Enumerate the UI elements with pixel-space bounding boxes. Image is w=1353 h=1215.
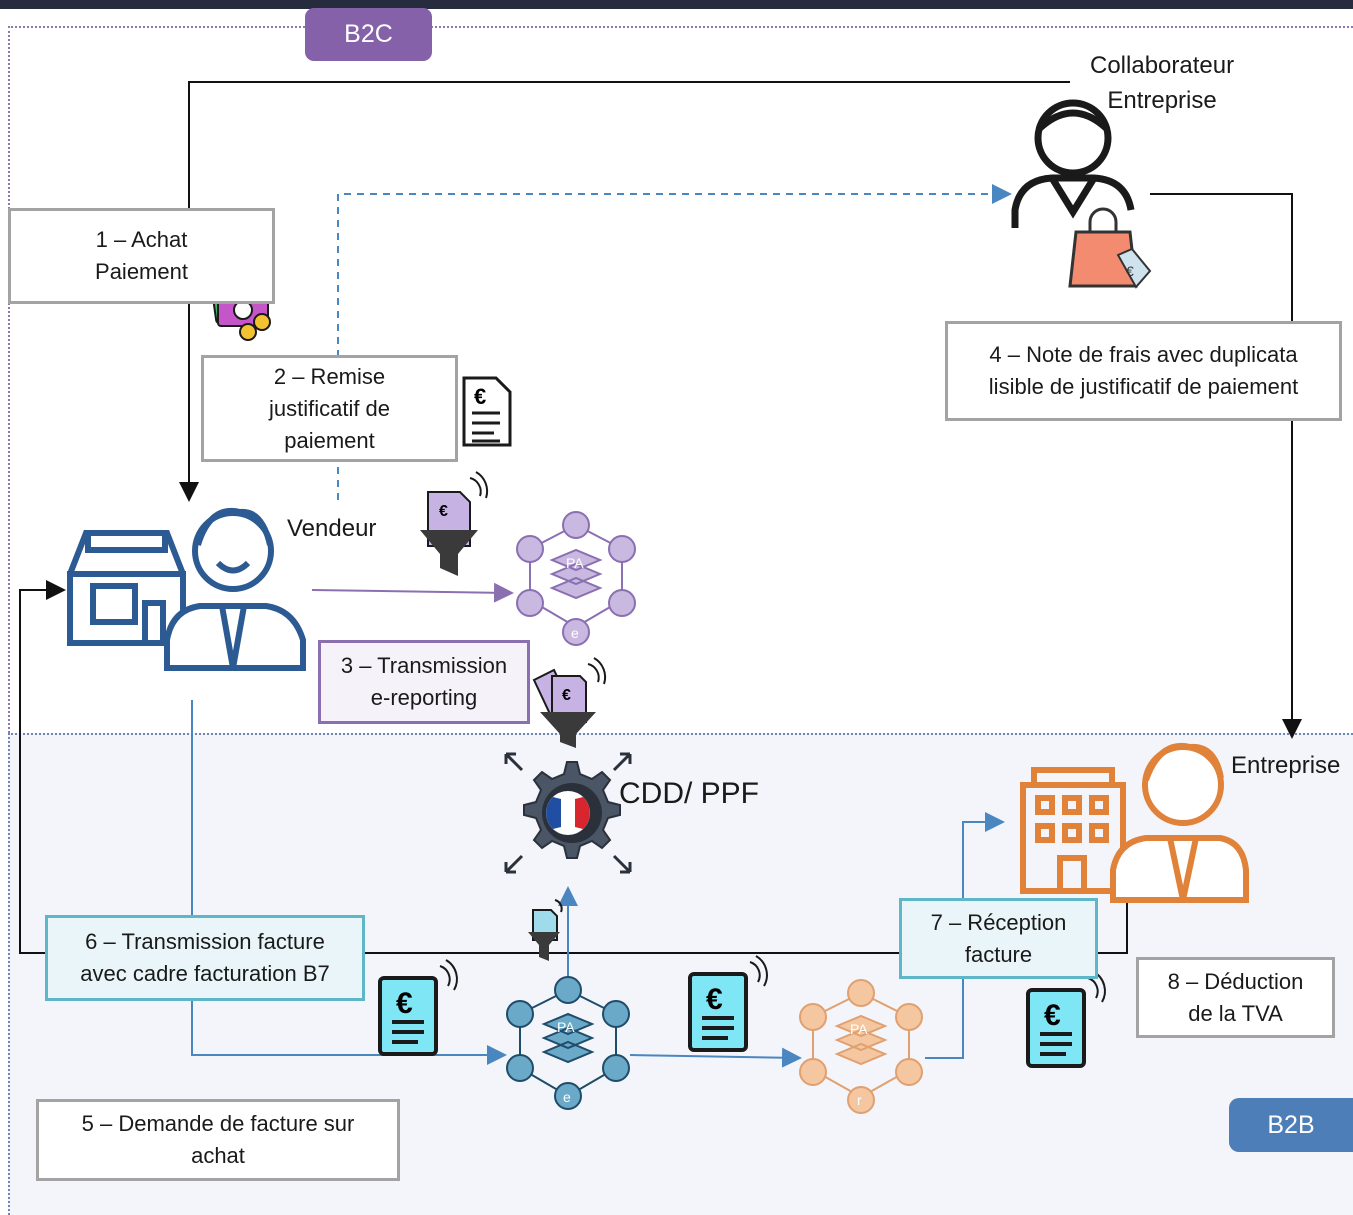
step-5-box: 5 – Demande de facture sur achat: [36, 1099, 400, 1181]
vendeur-person-icon: [164, 508, 306, 671]
small-funnel-document-icon: [528, 899, 563, 961]
arrow-pa-to-pa: [629, 1047, 802, 1068]
step-6-box: 6 – Transmission facture avec cadre fact…: [45, 915, 365, 1001]
receipt-euro: €: [474, 384, 486, 409]
collaborateur-icon: [1011, 99, 1135, 228]
invoice-document-icon-2: [688, 955, 768, 1052]
vendeur-shop-icon: [67, 530, 186, 646]
stacked-euro: €: [562, 687, 571, 704]
arrow-receipt-dashed: [337, 184, 1012, 500]
invoice-euro-2: €: [706, 983, 723, 1016]
ppf-gear-icon: [504, 752, 632, 874]
invoice-euro-3: €: [1044, 999, 1061, 1032]
step-1-box: 1 – Achat Paiement: [8, 208, 275, 304]
price-tag-euro: €: [1126, 263, 1134, 279]
top-bar: [0, 0, 1353, 9]
funnel-euro: €: [439, 503, 448, 520]
pa-purple-label: PA: [566, 555, 584, 571]
step-2-box: 2 – Remise justificatif de paiement: [201, 355, 458, 462]
entreprise-label: Entreprise: [1231, 752, 1341, 779]
shopping-bag-icon: [1068, 207, 1152, 289]
pa-orange-label: PA: [850, 1021, 868, 1037]
collaborateur-label: Collaborateur Entreprise: [1090, 52, 1235, 114]
step-3-box: 3 – Transmission e-reporting: [318, 640, 530, 724]
pa-purple-e: e: [571, 625, 579, 641]
invoice-document-icon-3: [1026, 971, 1106, 1068]
b2b-badge: B2B: [1229, 1098, 1353, 1152]
pa-teal-e: e: [563, 1089, 571, 1105]
arrow-ereporting: [311, 582, 514, 603]
receipt-document-icon: [462, 376, 512, 447]
funnel-document-icon: [420, 471, 489, 576]
b2c-zone: [8, 26, 1353, 733]
invoice-euro-1: €: [396, 987, 413, 1020]
step-4-box: 4 – Note de frais avec duplicata lisible…: [945, 321, 1342, 421]
arrow-demande-facture: [19, 580, 1128, 954]
step-8-box: 8 – Déduction de la TVA: [1136, 957, 1335, 1038]
invoice-document-icon-1: [378, 959, 458, 1056]
pa-network-teal-icon: [506, 976, 630, 1110]
arrow-note-frais: [1150, 193, 1302, 739]
pa-teal-label: PA: [557, 1019, 575, 1035]
pa-network-purple-icon: [516, 511, 636, 646]
arrow-transmission-facture: [191, 700, 507, 1065]
stacked-documents-icon: [532, 657, 607, 748]
arrow-purchase: [179, 81, 1070, 502]
ppf-label: CDD/ PPF: [619, 777, 760, 810]
vendeur-label: Vendeur: [287, 515, 377, 542]
b2c-badge: B2C: [305, 8, 432, 61]
entreprise-building-icon: [1020, 767, 1126, 894]
pa-orange-r: r: [857, 1092, 862, 1108]
step-7-box: 7 – Réception facture: [899, 898, 1098, 979]
entreprise-person-icon: [1110, 743, 1249, 903]
pa-network-orange-icon: [799, 979, 923, 1114]
